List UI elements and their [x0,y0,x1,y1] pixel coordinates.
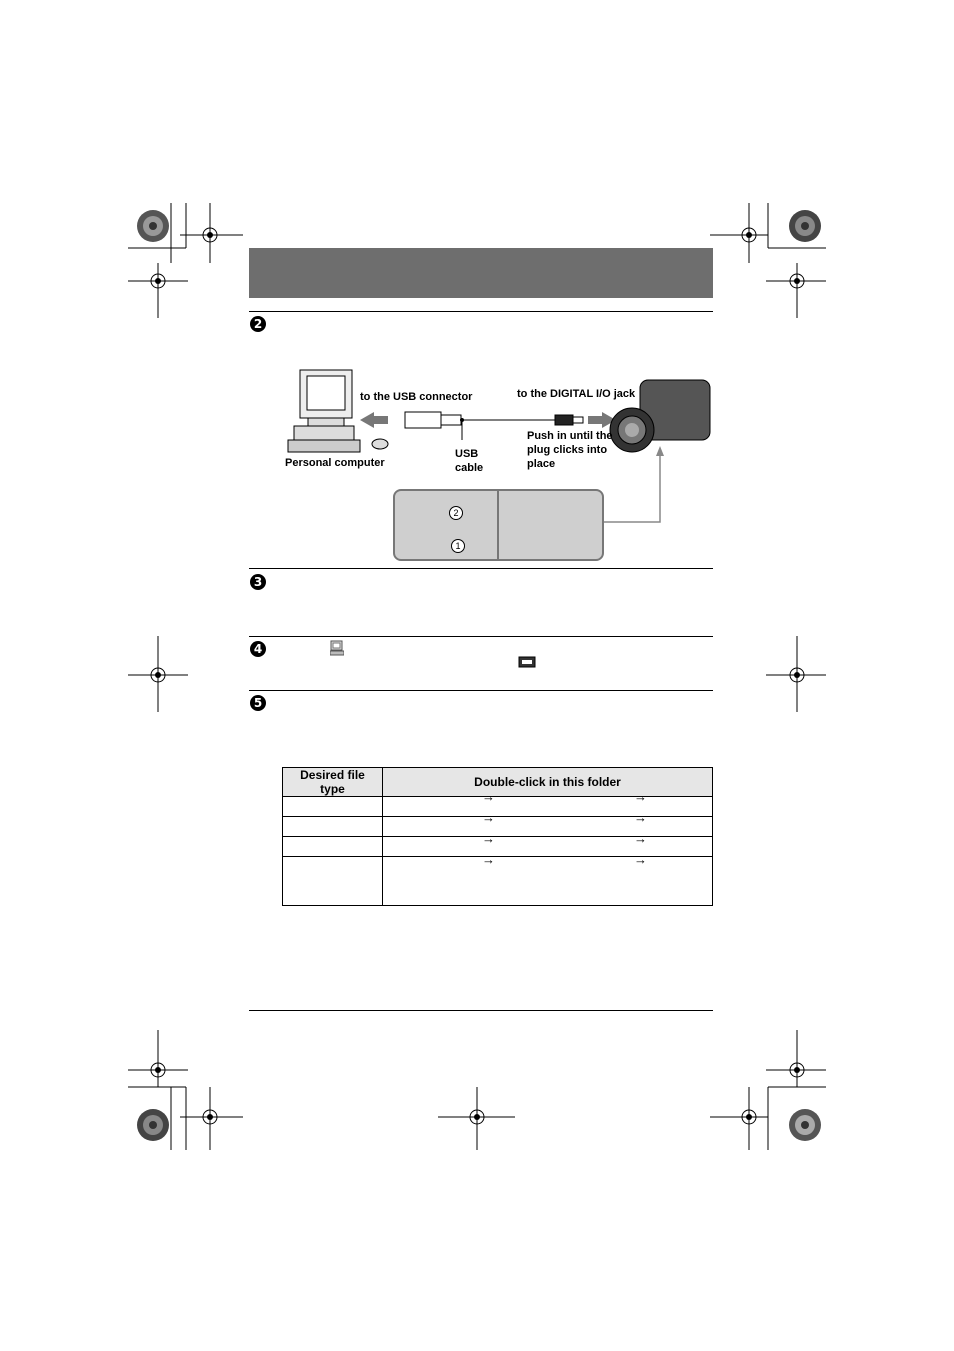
table-arrow: → [482,789,495,804]
push-in-label: Push in until the plug clicks into place [527,430,613,470]
table-header-folder: Double-click in this folder [382,767,713,797]
divider [249,690,713,691]
step-5-icon: 5 [250,695,266,711]
table-arrow: → [482,831,495,846]
inset-marker-2: 2 [449,506,463,520]
connector-inset-photo: 2 1 [393,489,604,561]
section-header-bar [249,248,713,298]
print-starburst-icon [789,210,821,242]
table-arrow: → [482,852,495,867]
divider [249,311,713,312]
step-4-icon: 4 [250,641,266,657]
divider [249,568,713,569]
footer-divider [249,1010,713,1011]
table-header-row: Desired file type Double-click in this f… [282,767,713,797]
table-header-file-type: Desired file type [282,767,383,797]
table-arrow: → [634,789,647,804]
table-arrow: → [634,852,647,867]
print-starburst-icon [137,210,169,242]
inset-marker-1: 1 [451,539,465,553]
usb-cable-label: USB cable [455,448,484,474]
digital-io-label: to the DIGITAL I/O jack [517,388,636,400]
divider [249,636,713,637]
print-starburst-icon [137,1109,169,1141]
print-starburst-icon [789,1109,821,1141]
camera-icon [609,379,711,453]
table-arrow: → [634,831,647,846]
step-2-icon: 2 [250,316,266,332]
table-row [282,816,713,837]
pc-mode-icon [330,640,344,656]
personal-computer-label: Personal computer [285,457,385,469]
table-arrow: → [482,810,495,825]
step-3-icon: 3 [250,574,266,590]
usb-mode-icon [518,656,536,668]
usb-connector-label: to the USB connector [360,391,473,403]
usb-connection-diagram [287,369,711,523]
folder-table: Desired file type Double-click in this f… [282,767,713,906]
table-row [282,796,713,817]
table-row [282,836,713,857]
table-arrow: → [634,810,647,825]
table-row [282,856,713,906]
personal-computer-icon [287,369,389,453]
